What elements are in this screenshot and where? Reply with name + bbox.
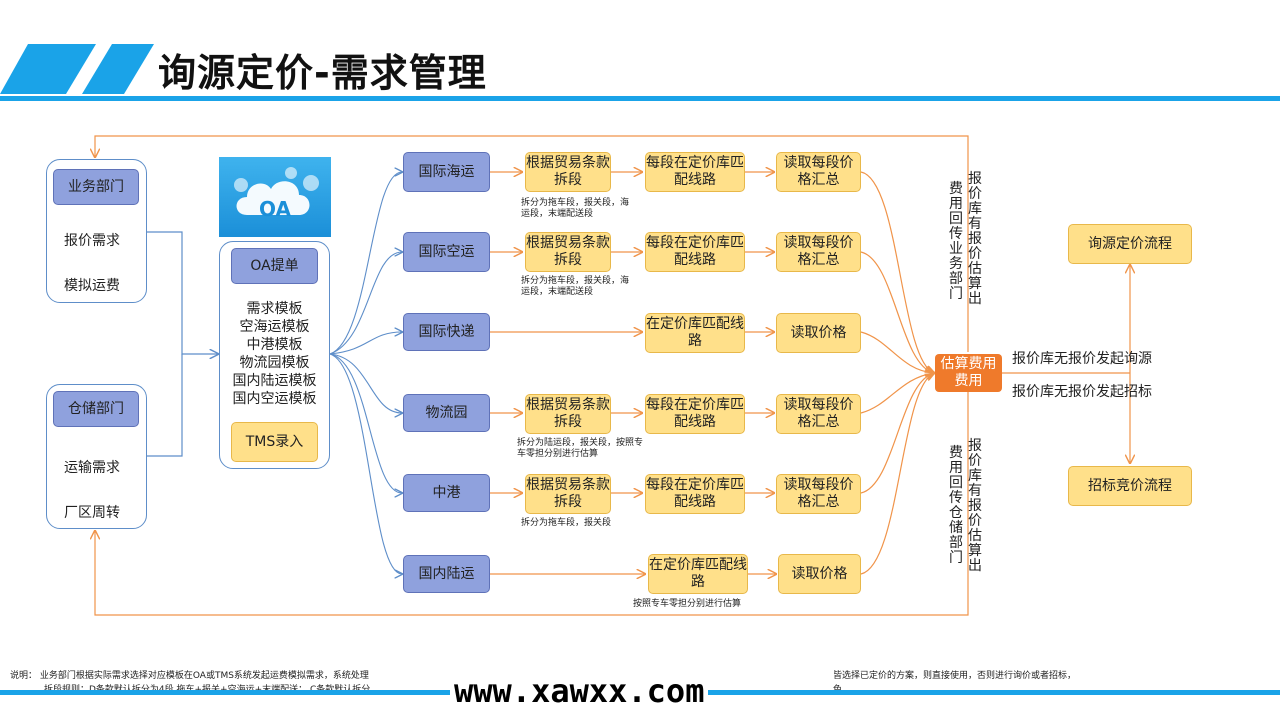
line-oa-express: [329, 332, 402, 355]
watermark: www.xawxx.com: [450, 672, 709, 710]
match-route[interactable]: 在定价库匹配线路: [645, 313, 745, 353]
footer-note-line1a: 说明： 业务部门根据实际需求选择对应模板在OA或TMS系统发起运费模拟需求，系统…: [10, 671, 369, 681]
feedback-top: [95, 135, 969, 352]
business-item-quote: 报价需求: [64, 233, 120, 249]
line-oa-sea: [329, 172, 402, 355]
line-warehouse-to-oa: [147, 354, 183, 457]
business-department-header[interactable]: 业务部门: [53, 169, 139, 205]
warehouse-item-turnover: 厂区周转: [64, 505, 120, 521]
line-oa-hk: [329, 353, 402, 493]
template-item: 国内空运模板: [232, 391, 317, 407]
mode-air-freight[interactable]: 国际空运: [403, 232, 490, 272]
match-route[interactable]: 每段在定价库匹配线路: [645, 232, 745, 272]
feedback-warehouse-text-2: 费用回传仓储部门: [949, 445, 963, 566]
read-price[interactable]: 读取每段价格汇总: [776, 474, 861, 514]
feedback-business-text-2: 费用回传业务部门: [949, 181, 963, 302]
template-item: 中港模板: [246, 337, 303, 353]
feedback-business-text-1: 报价库有报价估算出: [968, 171, 982, 307]
header-stripe-right: [82, 44, 154, 94]
template-item: 国内陆运模板: [232, 373, 317, 389]
inquiry-pricing-process[interactable]: 询源定价流程: [1068, 224, 1192, 264]
split-note: 拆分为拖车段，报关段，海运段，末端配送段: [521, 198, 630, 219]
mode-logistics-park[interactable]: 物流园: [403, 394, 490, 432]
mode-sea-freight[interactable]: 国际海运: [403, 152, 490, 192]
cloud-icon: [234, 167, 319, 215]
split-by-terms[interactable]: 根据贸易条款拆段: [525, 152, 611, 192]
mode-express[interactable]: 国际快递: [403, 313, 490, 351]
feedback-bottom: [95, 392, 969, 616]
converge-1: [860, 171, 934, 373]
oa-submit-button[interactable]: OA提单: [231, 248, 318, 284]
business-item-simulate: 模拟运费: [64, 278, 120, 294]
oa-logo: OA: [219, 157, 331, 237]
read-price[interactable]: 读取每段价格汇总: [776, 394, 861, 434]
split-by-terms[interactable]: 根据贸易条款拆段: [525, 394, 611, 434]
match-route[interactable]: 每段在定价库匹配线路: [645, 394, 745, 434]
feedback-warehouse-text-1: 报价库有报价估算出: [968, 438, 982, 574]
header-decoration: [0, 44, 1280, 101]
read-price[interactable]: 读取价格: [776, 313, 861, 353]
line-oa-land: [329, 353, 402, 574]
tms-entry-button[interactable]: TMS录入: [231, 422, 318, 462]
oa-template-list: 需求模板 空海运模板 中港模板 物流园模板 国内陆运模板 国内空运模板: [219, 300, 330, 408]
line-oa-air: [329, 252, 402, 355]
no-price-inquiry-label: 报价库无报价发起询源: [1012, 351, 1152, 367]
estimate-cost-node[interactable]: 估算费用费用: [935, 354, 1002, 392]
converge-6: [860, 373, 934, 575]
split-note: 拆分为陆运段，报关段，按照专车零担分别进行估算: [517, 438, 644, 459]
match-route[interactable]: 每段在定价库匹配线路: [645, 474, 745, 514]
oa-logo-text: OA: [259, 197, 291, 221]
read-price[interactable]: 读取每段价格汇总: [776, 152, 861, 192]
template-item: 物流园模板: [239, 355, 310, 371]
header-stripe-left: [0, 44, 96, 94]
split-note: 拆分为拖车段，报关段，海运段，末端配送段: [521, 276, 630, 297]
template-item: 需求模板: [246, 301, 303, 317]
no-price-tender-label: 报价库无报价发起招标: [1012, 384, 1152, 400]
match-route[interactable]: 每段在定价库匹配线路: [645, 152, 745, 192]
template-item: 空海运模板: [239, 319, 310, 335]
converge-5: [860, 373, 934, 494]
split-note: 拆分为拖车段，报关段: [521, 518, 612, 528]
split-by-terms[interactable]: 根据贸易条款拆段: [525, 232, 611, 272]
header-underline: [0, 96, 1280, 101]
converge-4: [860, 373, 934, 414]
mode-hk[interactable]: 中港: [403, 474, 490, 512]
warehouse-item-transport: 运输需求: [64, 460, 120, 476]
mode-domestic-land[interactable]: 国内陆运: [403, 555, 490, 593]
split-by-terms[interactable]: 根据贸易条款拆段: [525, 474, 611, 514]
converge-2: [860, 251, 934, 373]
line-business-to-oa: [147, 231, 218, 354]
footer-note-line1b: 皆选择已定价的方案，则直接使用，否则进行询价或者招标，: [833, 671, 1077, 681]
match-route[interactable]: 在定价库匹配线路: [648, 554, 748, 594]
tender-bidding-process[interactable]: 招标竞价流程: [1068, 466, 1192, 506]
line-oa-park: [329, 353, 402, 413]
page-title: 询源定价-需求管理: [158, 51, 487, 95]
read-price[interactable]: 读取价格: [778, 554, 861, 594]
read-price[interactable]: 读取每段价格汇总: [776, 232, 861, 272]
estimate-note: 按照专车零担分别进行估算: [633, 599, 742, 609]
warehouse-department-header[interactable]: 仓储部门: [53, 391, 139, 427]
